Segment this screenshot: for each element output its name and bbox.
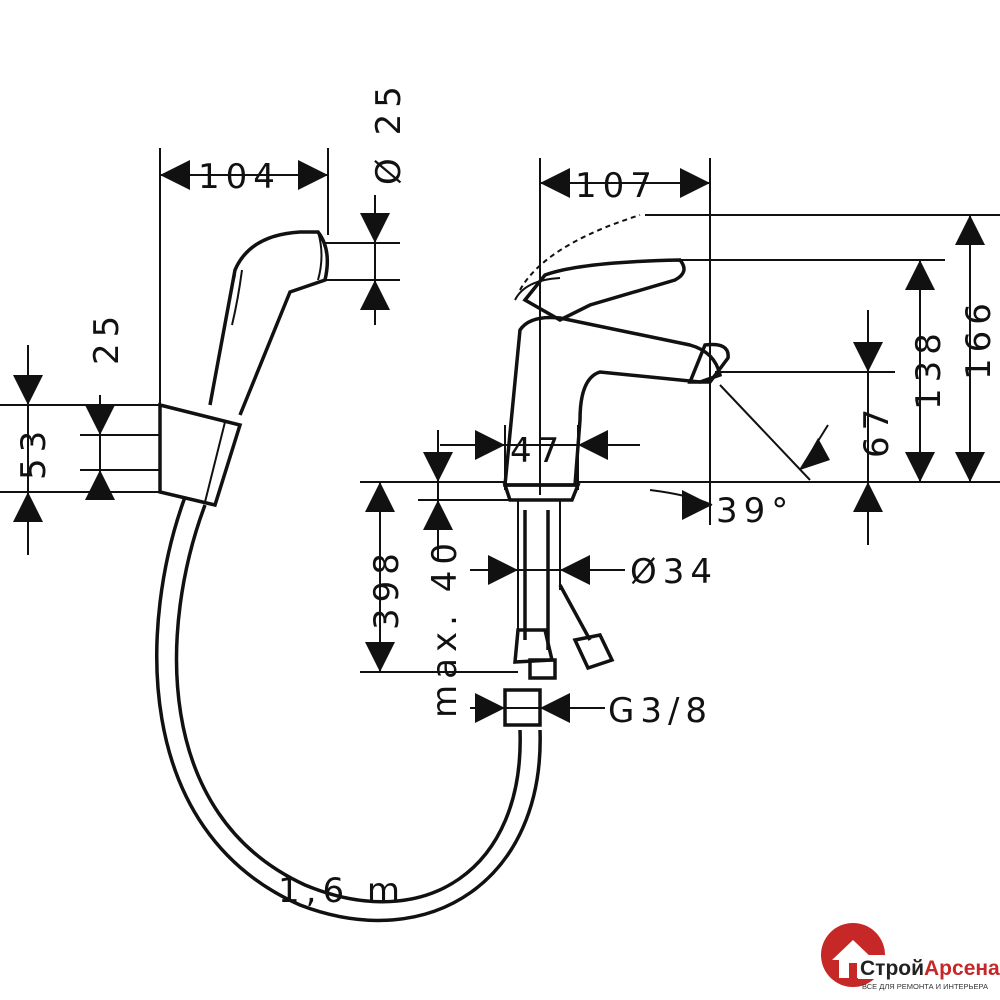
shower-hose [155, 496, 542, 923]
dim-shower-diameter: Ø 25 [369, 80, 409, 185]
dim-body-width: 47 [510, 431, 565, 471]
stroyarsenal-logo: СтройАрсенал ВСЕ ДЛЯ РЕМОНТА И ИНТЕРЬЕРА [821, 923, 1000, 991]
logo-tagline: ВСЕ ДЛЯ РЕМОНТА И ИНТЕРЬЕРА [862, 982, 988, 991]
dim-holder-height: 53 [14, 425, 54, 480]
faucet [502, 214, 730, 727]
dim-height-lever: 138 [909, 327, 949, 410]
dim-height-total: 166 [959, 297, 999, 380]
hand-shower [208, 230, 330, 416]
dim-shank-diameter: Ø34 [630, 552, 718, 592]
logo-name: СтройАрсенал [860, 957, 1000, 980]
dim-deck-thickness: max. 40 [425, 537, 465, 718]
dim-install-depth: 398 [367, 547, 407, 630]
dim-connection: G3/8 [608, 691, 713, 731]
dim-holder-offset: 25 [87, 310, 127, 365]
dim-height-spout: 67 [857, 403, 897, 458]
dim-lever-angle: 39° [716, 491, 794, 531]
wall-holder [158, 402, 243, 508]
dimension-lines [0, 148, 1000, 723]
logo-name-part2: Арсенал [924, 957, 1000, 980]
dim-spout-reach: 107 [575, 166, 658, 206]
logo-name-part1: Строй [860, 957, 924, 980]
dim-shower-length: 104 [198, 157, 281, 197]
dim-hose-length: 1,6 m [278, 871, 406, 911]
